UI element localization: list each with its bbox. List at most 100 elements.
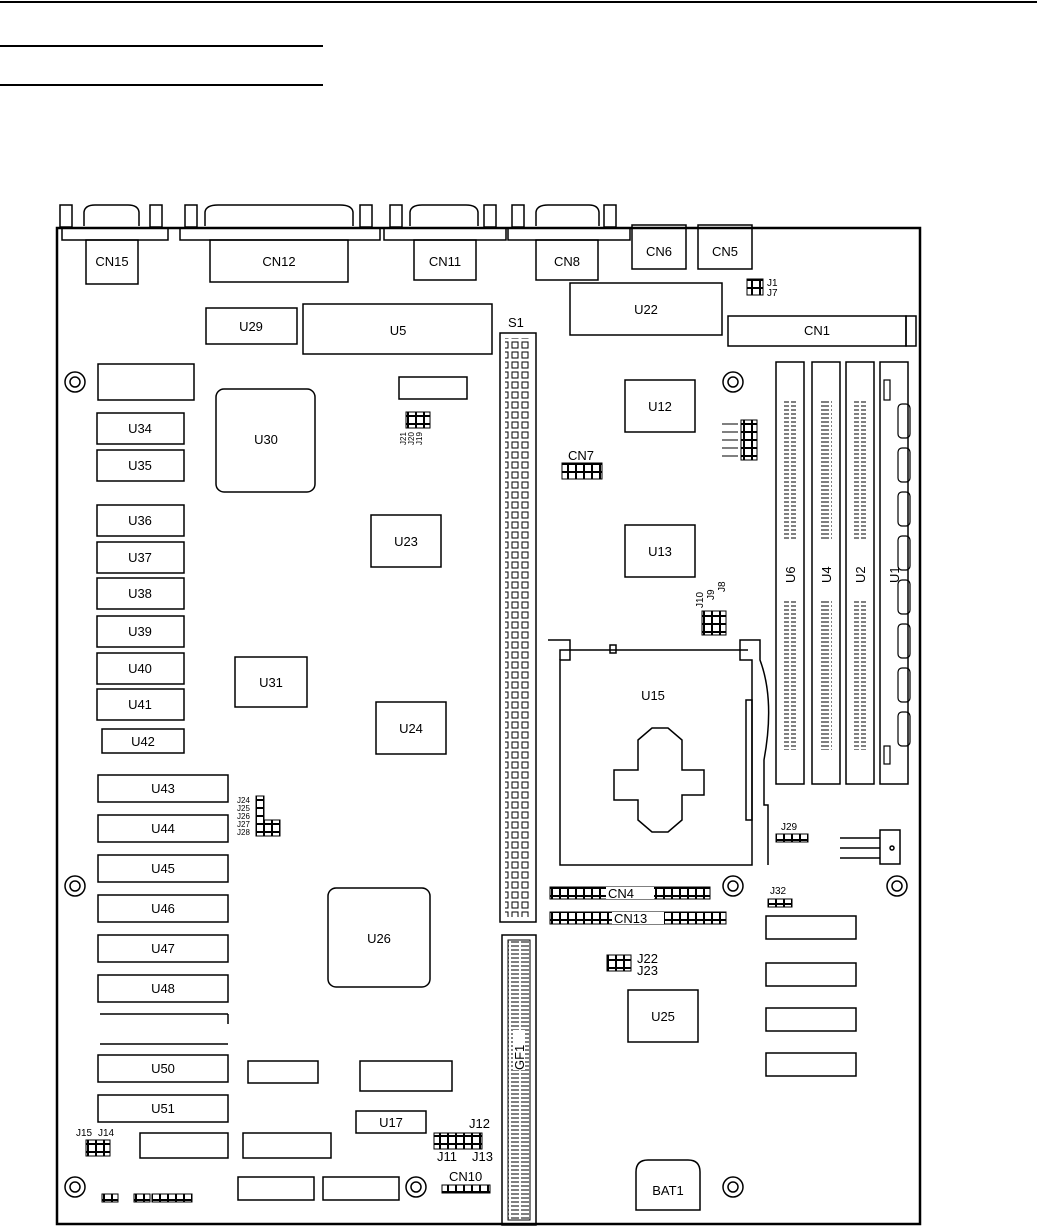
u30-label: U30: [254, 432, 278, 447]
j20-label: J20: [407, 432, 416, 445]
j2-6-ticks: [722, 423, 738, 457]
u44-label: U44: [151, 821, 175, 836]
u50-label: U50: [151, 1061, 175, 1076]
j23-label: J23: [637, 963, 658, 978]
cn8-body: [535, 239, 599, 281]
u1-latches: [883, 379, 911, 765]
u46-label: U46: [151, 901, 175, 916]
u24-label: U24: [399, 721, 423, 736]
j27-28-pins: [263, 819, 281, 837]
gf1-label: GF1: [512, 1045, 527, 1070]
u47-label: U47: [151, 941, 175, 956]
u23-label: U23: [394, 534, 418, 549]
gf1-slot: [501, 934, 537, 1226]
u45-label: U45: [151, 861, 175, 876]
u1-label: U1: [887, 566, 902, 583]
u5-label: U5: [390, 323, 407, 338]
u15-label: U15: [641, 688, 665, 703]
u41-label: U41: [128, 697, 152, 712]
cn6-label: CN6: [646, 244, 672, 259]
j9-label: J9: [706, 589, 717, 600]
j22-label: J22: [637, 951, 658, 966]
j24-28-pins: [255, 795, 265, 837]
s1-label: S1: [508, 315, 524, 330]
cn15-body: [85, 239, 139, 285]
u6-pins-bot: [784, 600, 796, 750]
j1-label: J1: [767, 278, 778, 289]
j19-21-pins: [405, 411, 431, 429]
cn11-label: CN11: [429, 254, 461, 269]
j26-label: J26: [237, 812, 250, 821]
u4-pins-bot: [820, 600, 832, 750]
cn6-body: [631, 224, 687, 270]
j15-label: J15: [76, 1128, 93, 1139]
cn1-label: CN1: [804, 323, 830, 338]
j11-label: J11: [437, 1149, 457, 1164]
j32-pins: [767, 898, 793, 908]
j32-label: J32: [770, 886, 787, 897]
u42-label: U42: [131, 734, 155, 749]
j2-6-pins: [740, 419, 758, 461]
u35-label: U35: [128, 458, 152, 473]
bottom-header-3: [151, 1193, 193, 1203]
u22-label: U22: [634, 302, 658, 317]
cn13-label: CN13: [614, 911, 647, 926]
u4-label: U4: [819, 566, 834, 583]
u36-label: U36: [128, 513, 152, 528]
cn4-label: CN4: [608, 886, 634, 901]
u6-pins-top: [784, 400, 796, 540]
rear-io: [59, 204, 631, 241]
u29-label: U29: [239, 319, 263, 334]
u12-label: U12: [648, 399, 672, 414]
cn5-body: [697, 224, 753, 270]
upper-chip-outlines: [139, 303, 493, 1201]
j29-pins: [775, 833, 809, 843]
j8-label: J8: [717, 581, 728, 592]
u38-label: U38: [128, 586, 152, 601]
cn15-label: CN15: [95, 254, 128, 269]
cn12-body: [209, 239, 349, 283]
j8-10-pins: [701, 610, 727, 636]
j27-label: J27: [237, 820, 250, 829]
connector-boxes: [85, 224, 917, 347]
cn7-label: CN7: [568, 448, 594, 463]
u2-pins-top: [854, 400, 866, 540]
u48-label: U48: [151, 981, 175, 996]
j14-15-pins: [85, 1139, 111, 1157]
j7-label: J7: [767, 288, 778, 299]
j21-label: J21: [399, 432, 408, 445]
j10-label: J10: [695, 591, 706, 608]
u6-label: U6: [783, 566, 798, 583]
u4-pins-top: [820, 400, 832, 540]
u51-label: U51: [151, 1101, 175, 1116]
s1-pins: [505, 338, 531, 917]
j29-label: J29: [781, 822, 798, 833]
left-chip-outlines: [96, 363, 229, 1123]
cn11-body: [413, 239, 477, 281]
u40-label: U40: [128, 661, 152, 676]
j11-13-pins: [433, 1132, 483, 1150]
u26-label: U26: [367, 931, 391, 946]
cn7-pins: [561, 462, 603, 480]
s1-slot: [499, 332, 537, 923]
u13-label: U13: [648, 544, 672, 559]
north-chip-outlines: [569, 282, 723, 1043]
u2-pins-bot: [854, 600, 866, 750]
u43-label: U43: [151, 781, 175, 796]
cn12-label: CN12: [262, 254, 295, 269]
u39-label: U39: [128, 624, 152, 639]
j25-label: J25: [237, 804, 250, 813]
bottom-header-2: [133, 1193, 151, 1203]
j19-label: J19: [415, 432, 424, 445]
dimm-slots: [775, 361, 909, 785]
j12-label: J12: [469, 1116, 490, 1131]
j1-pins: [746, 278, 764, 296]
bottom-header-1: [101, 1193, 119, 1203]
mounting-holes: [64, 371, 908, 1198]
battery-outline: [635, 1159, 701, 1211]
j28-label: J28: [237, 828, 250, 837]
u34-label: U34: [128, 421, 152, 436]
cn10-label: CN10: [449, 1169, 482, 1184]
cn5-label: CN5: [712, 244, 738, 259]
